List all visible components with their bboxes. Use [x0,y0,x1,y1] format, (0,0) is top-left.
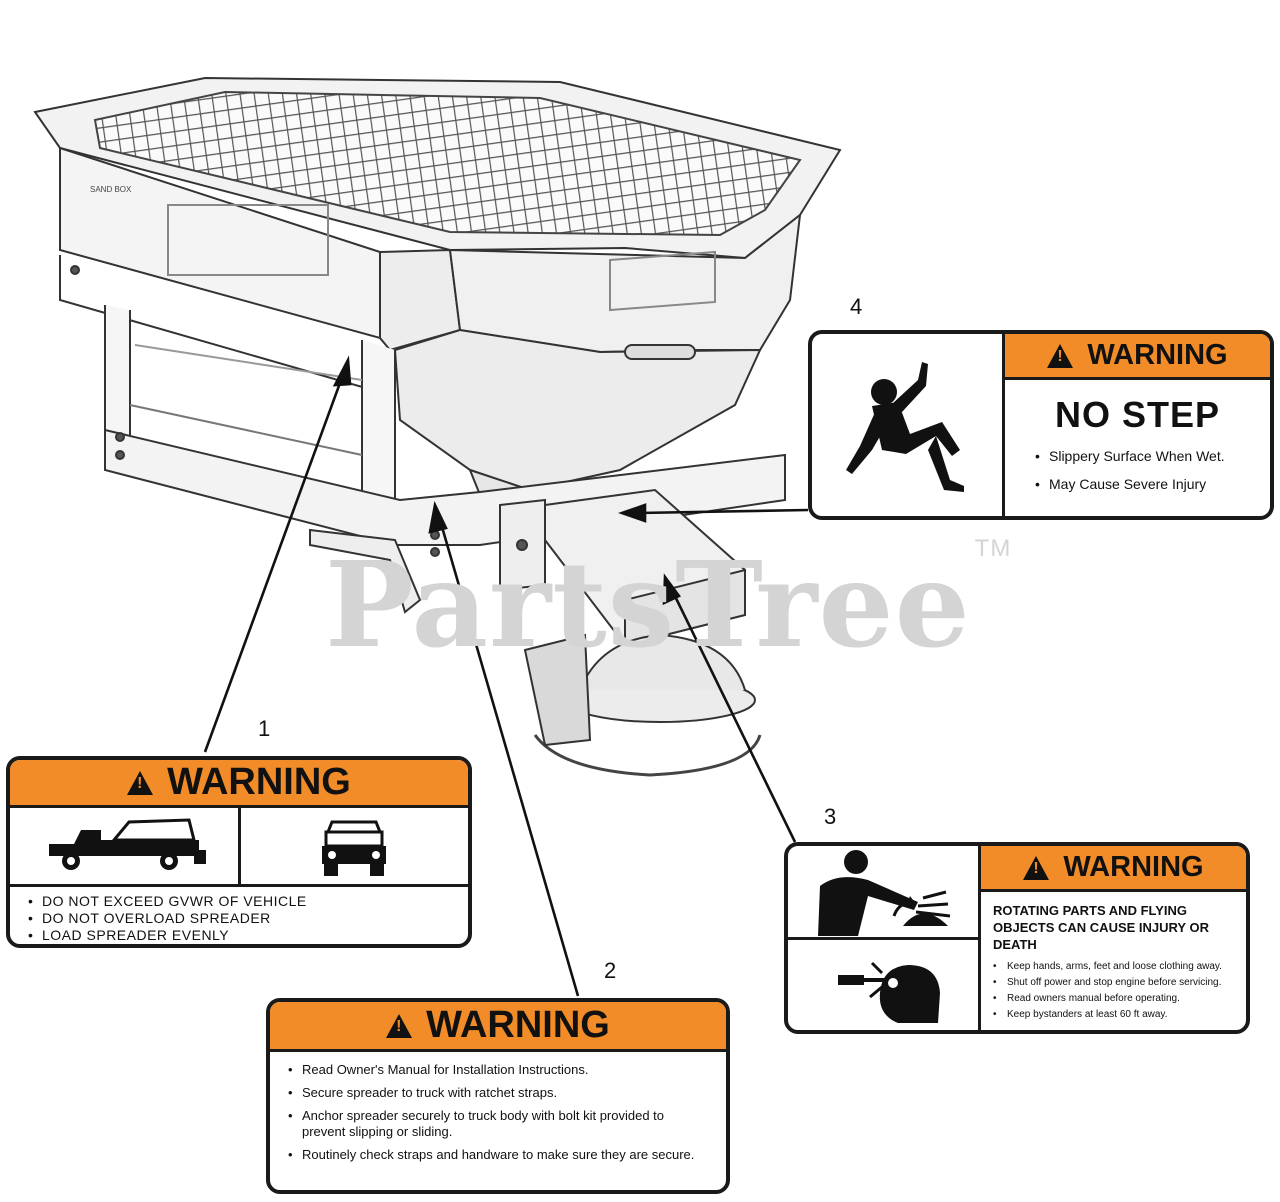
warning-header-text: WARNING [1087,339,1228,371]
list-item: DO NOT OVERLOAD SPREADER [28,910,468,927]
leader-lines [203,355,809,997]
decal-gvwr-warning: WARNING DO NOT EXCEED GVWR OF VEHICLE [6,756,472,948]
list-item: Read Owner's Manual for Installation Ins… [288,1062,710,1078]
warning-header: WARNING [1005,334,1270,380]
warning-header-text: WARNING [426,1004,610,1046]
list-item: Anchor spreader securely to truck body w… [288,1108,710,1140]
callout-2: 2 [604,958,617,983]
decal-installation-warning: WARNING Read Owner's Manual for Installa… [266,998,730,1194]
list-item: LOAD SPREADER EVENLY [28,927,468,944]
warning-triangle-icon [1047,343,1074,368]
no-step-title: NO STEP [1054,394,1221,435]
leader-line-3 [670,589,797,843]
arrowhead-1 [332,355,352,387]
list-item: Slippery Surface When Wet. [1035,442,1260,470]
warning-header: WARNING [10,760,468,808]
decal-subtitle: ROTATING PARTS AND FLYING OBJECTS CAN CA… [993,903,1209,952]
decal-bullet-list: Read Owner's Manual for Installation Ins… [270,1052,726,1163]
hand-spinner-icon [788,846,978,940]
warning-triangle-icon [127,770,154,795]
arrowhead-2 [428,500,448,534]
list-item: Routinely check straps and handware to m… [288,1147,710,1163]
warning-triangle-icon [1023,855,1050,880]
list-item: May Cause Severe Injury [1035,470,1260,498]
hopper-logo: SAND BOX [90,185,132,194]
list-item: Read owners manual before operating. [993,991,1240,1007]
arrowhead-4 [618,503,647,523]
arrowhead-3 [662,573,681,606]
callout-1: 1 [258,716,271,741]
leader-line-4 [637,508,809,515]
warning-header-text: WARNING [1063,851,1204,883]
list-item: Keep bystanders at least 60 ft away. [993,1007,1240,1023]
decal-rotating-parts-warning: WARNING ROTATING PARTS AND FLYING OBJECT… [784,842,1250,1034]
callout-4: 4 [850,294,863,319]
list-item: Secure spreader to truck with ratchet st… [288,1085,710,1101]
leader-line-2 [438,519,580,997]
eye-projectile-icon [788,940,978,1031]
hopper-body [33,76,842,777]
decal-bullet-list: Keep hands, arms, feet and loose clothin… [981,959,1246,1023]
decal-bullet-list: DO NOT EXCEED GVWR OF VEHICLE DO NOT OVE… [10,887,468,944]
warning-header: WARNING [270,1002,726,1052]
truck-front-icon [241,808,469,884]
warning-header: WARNING [981,846,1246,892]
falling-person-icon [812,334,1005,516]
decal-no-step-warning: WARNING NO STEP Slippery Surface When We… [808,330,1274,520]
warning-header-text: WARNING [167,761,351,803]
decal-bullet-list: Slippery Surface When Wet. May Cause Sev… [1005,442,1270,498]
list-item: Shut off power and stop engine before se… [993,975,1240,991]
truck-side-icon [10,808,241,884]
list-item: Keep hands, arms, feet and loose clothin… [993,959,1240,975]
list-item: DO NOT EXCEED GVWR OF VEHICLE [28,893,468,910]
callout-3: 3 [824,804,837,829]
warning-triangle-icon [386,1013,413,1038]
leader-line-1 [203,371,346,753]
trademark: TM [974,535,1012,562]
